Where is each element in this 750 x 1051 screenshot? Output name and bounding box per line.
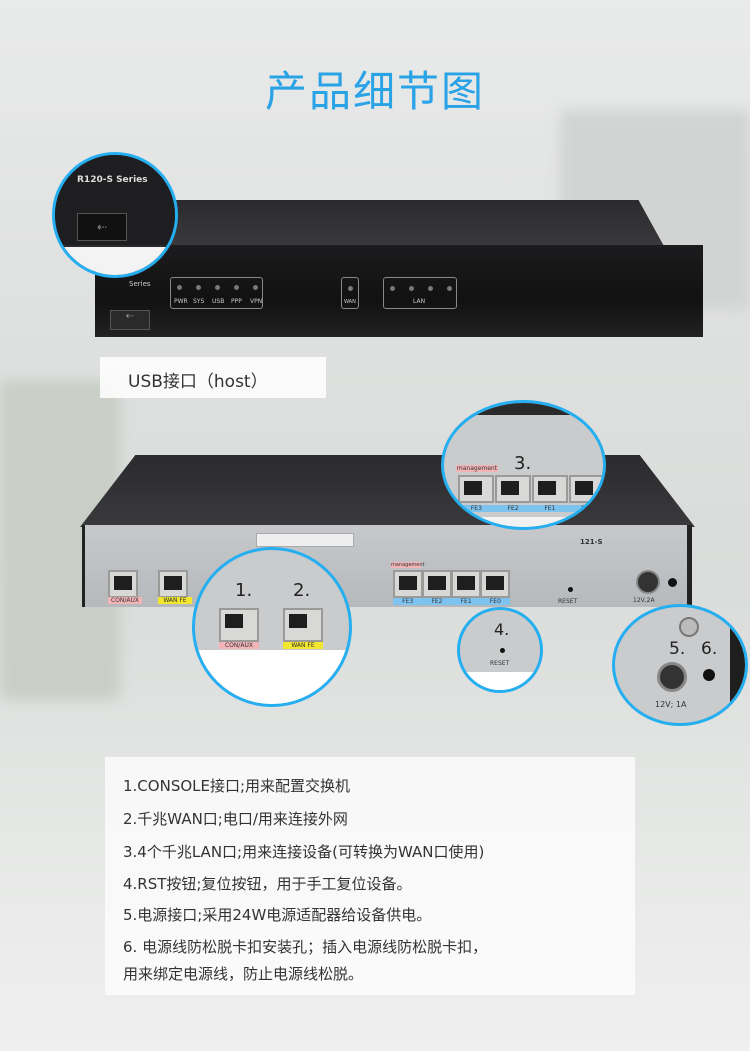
feature-description: 1.CONSOLE接口;用来配置交换机 2.千兆WAN口;电口/用来连接外网 3…	[105, 757, 635, 995]
description-line: 3.4个千兆LAN口;用来连接设备(可转换为WAN口使用)	[123, 843, 485, 861]
description-line: 1.CONSOLE接口;用来配置交换机	[123, 777, 351, 795]
power-zoom-callout: 5. 6. 12V; 1A	[612, 604, 748, 726]
page-title: 产品细节图	[264, 67, 485, 116]
callout-number: 3.	[514, 453, 532, 474]
led-label: SYS	[193, 298, 205, 305]
wan-label: WAN FE	[283, 642, 323, 649]
description-line: 6. 电源线防松脱卡扣安装孔；插入电源线防松脱卡扣，	[123, 938, 488, 956]
usb-port-icon: ⇠	[77, 213, 127, 241]
wan-label: WAN FE	[158, 597, 192, 604]
fe-label: FE0	[581, 505, 593, 512]
fe-label: FE1	[544, 505, 556, 512]
power-port	[657, 662, 687, 692]
reset-zoom-callout: 4. RESET	[457, 607, 543, 693]
led-label: PPP	[231, 298, 242, 305]
fe-label: FE1	[460, 598, 472, 605]
fe-label: FE2	[507, 505, 519, 512]
led-label: PWR	[174, 298, 188, 305]
reset-label: RESET	[490, 660, 510, 667]
power-label: 12V,2A	[633, 597, 655, 604]
ground-screw-icon	[679, 617, 699, 637]
fe-label: FE3	[402, 598, 414, 605]
console-wan-zoom-callout: 1. 2. CON/AUX WAN FE	[192, 547, 352, 707]
description-line: 4.RST按钮;复位按钮，用于手工复位设备。	[123, 875, 412, 893]
callout-number: 5.	[669, 639, 686, 659]
description-line: 5.电源接口;采用24W电源适配器给设备供电。	[123, 906, 432, 924]
fe-label: FE3	[470, 505, 482, 512]
description-line: 2.千兆WAN口;电口/用来连接外网	[123, 810, 348, 828]
usb-caption-box: USB接口（host）	[100, 357, 326, 398]
lan-label: LAN	[413, 298, 426, 305]
management-label: management	[391, 562, 425, 568]
series-label: R120-S Series	[77, 175, 148, 185]
model-label: 121-S	[580, 538, 603, 546]
router-front: Series PWR SYS USB PPP VPN WAN LAN ⇠	[95, 200, 703, 338]
callout-number: 6.	[701, 639, 718, 659]
wan-led-label: WAN	[344, 299, 356, 305]
callout-number: 2.	[293, 580, 311, 601]
series-label: Series	[129, 280, 151, 288]
led-label: USB	[212, 298, 225, 305]
console-label: CON/AUX	[108, 597, 142, 604]
management-label: management	[456, 465, 498, 472]
callout-number: 4.	[494, 620, 510, 639]
usb-zoom-callout: R120-S Series ⇠	[52, 152, 178, 278]
fe-label: FE2	[431, 598, 443, 605]
description-line: 用来绑定电源线，防止电源线松脱。	[123, 965, 364, 983]
console-label: CON/AUX	[219, 642, 259, 649]
usb-caption: USB接口（host）	[128, 372, 268, 392]
led-label: VPN	[250, 298, 263, 305]
power-label: 12V; 1A	[655, 700, 687, 709]
reset-button	[568, 587, 573, 592]
lan-zoom-callout: 3. management FE3 FE2 FE1 FE0	[441, 400, 606, 530]
fe-label: FE0	[489, 598, 501, 605]
usb-port: ⇠	[110, 310, 150, 330]
power-port	[636, 570, 660, 594]
reset-label: RESET	[558, 598, 578, 605]
callout-number: 1.	[235, 580, 253, 601]
